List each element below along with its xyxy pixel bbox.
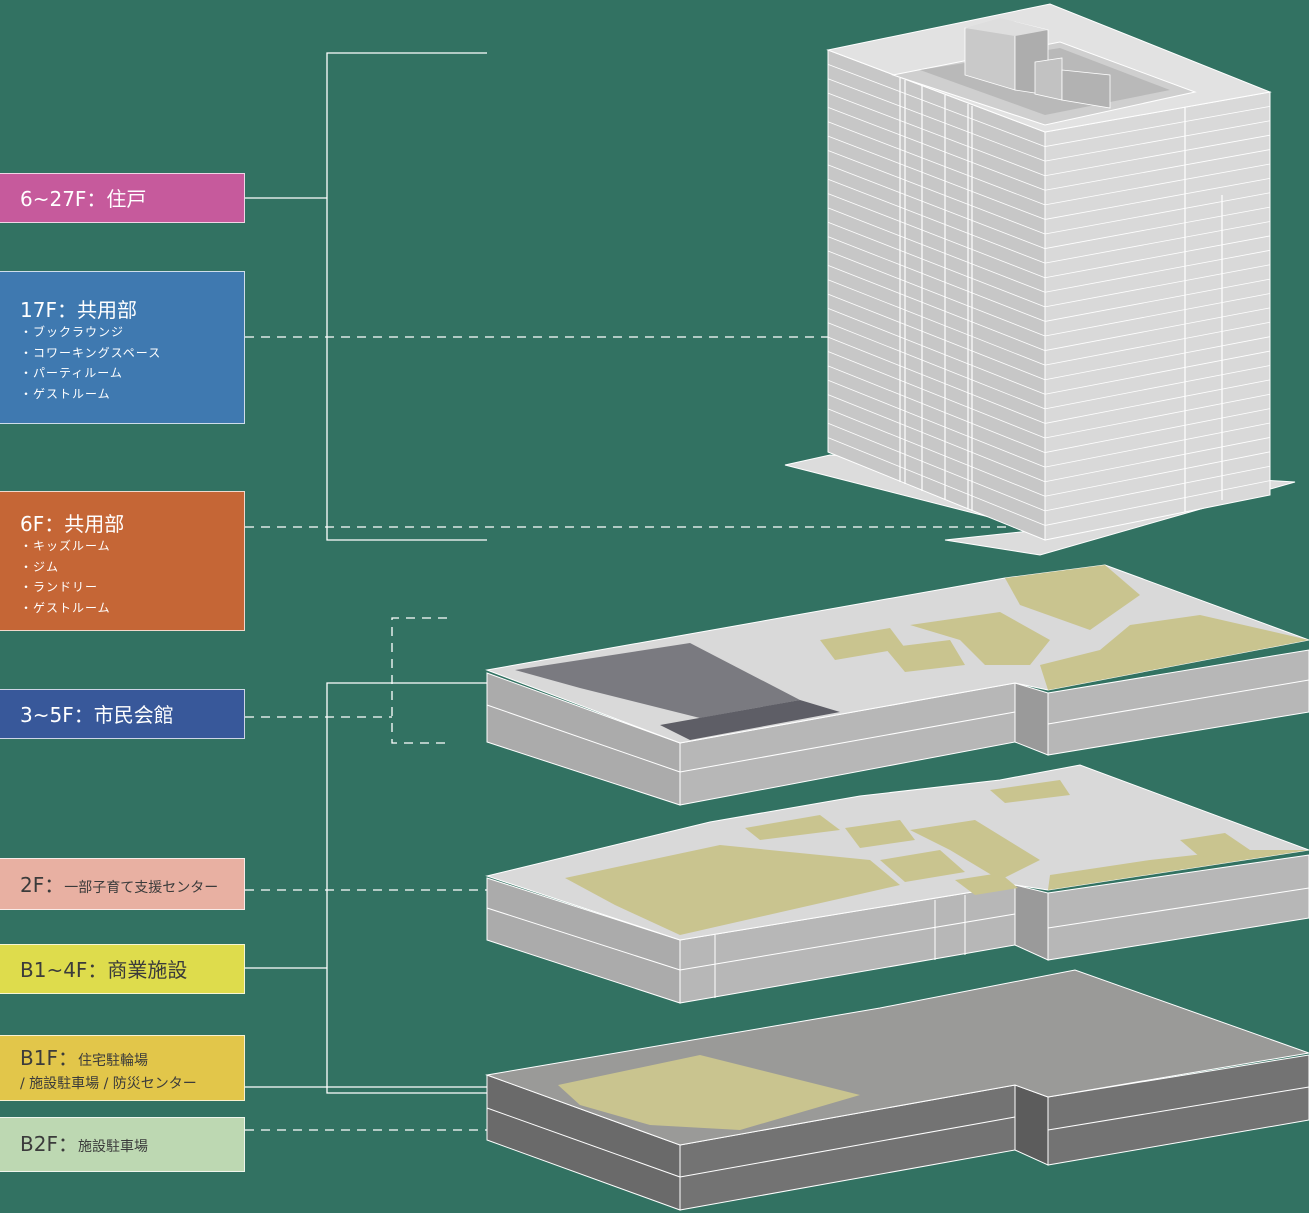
list-item: ・ランドリー <box>20 580 99 594</box>
b2-label-title: B2F：施設駐車場 <box>20 1132 148 1156</box>
residence-label-title: 6~27F：住戸 <box>20 187 147 211</box>
civic-hall-label: 3~5F：市民会館 <box>0 689 245 739</box>
b2-label: B2F：施設駐車場 <box>0 1117 245 1172</box>
list-item: ・パーティルーム <box>20 366 123 380</box>
list-item: ・キッズルーム <box>20 539 111 553</box>
civic-tan-4 <box>1005 565 1140 630</box>
commercial-tan-8 <box>1048 850 1309 890</box>
roof-equipment-side <box>1061 69 1111 109</box>
civic-tan-3 <box>910 612 1050 665</box>
roof-equipment-front <box>1034 57 1063 101</box>
commercial-block <box>485 764 1309 1004</box>
commercial-tan-4 <box>880 850 965 882</box>
civic-tan-1 <box>820 628 905 660</box>
commercial-tan-1 <box>565 845 900 935</box>
civic-hall-label-title: 3~5F：市民会館 <box>20 703 174 727</box>
f17-common-label-title: 17F：共用部 <box>20 298 137 322</box>
commercial-tan-7 <box>990 780 1070 803</box>
f17-common-label: 17F：共用部 ・ブックラウンジ ・コワーキングスペース ・パーティルーム ・ゲ… <box>0 271 245 424</box>
b1-label-subtitle: 住宅駐輪場 <box>77 1053 148 1069</box>
civic-stage-area <box>660 700 840 740</box>
b2-label-subtitle: 施設駐車場 <box>77 1139 148 1155</box>
commercial-tan-9 <box>1180 833 1250 857</box>
basement-block <box>485 969 1309 1211</box>
commercial-bracket <box>326 682 487 1094</box>
residential-tower <box>784 3 1296 556</box>
tower-left-floor-lines <box>827 63 1046 526</box>
residence-bracket <box>326 52 487 541</box>
childcare-label-subtitle: 一部子育て支援センター <box>64 880 219 896</box>
list-item: ・ゲストルーム <box>20 386 111 401</box>
f6-common-label: 6F：共用部 ・キッズルーム ・ジム ・ランドリー ・ゲストルーム <box>0 491 245 631</box>
roof-machine-room-top <box>965 18 1048 36</box>
tower-right-floor-lines <box>1044 105 1271 526</box>
commercial-tan-2 <box>745 815 840 840</box>
civic-tan-2 <box>885 640 965 672</box>
civic-hall-block <box>485 564 1309 806</box>
b1-label: B1F：住宅駐輪場 / 施設駐車場 / 防災センター <box>0 1035 245 1101</box>
residence-label: 6~27F：住戸 <box>0 173 245 223</box>
basement-tan-area <box>558 1055 860 1130</box>
commercial-label-title: B1~4F：商業施設 <box>20 958 188 982</box>
tower-mullions <box>899 78 1223 512</box>
civic-bracket <box>391 617 447 744</box>
commercial-label: B1~4F：商業施設 <box>0 944 245 994</box>
commercial-tan-3 <box>845 820 915 848</box>
commercial-tan-6 <box>955 873 1018 895</box>
list-item: ・コワーキングスペース <box>20 345 162 360</box>
list-item: ・ゲストルーム <box>20 600 111 615</box>
list-item: ・ブックラウンジ <box>20 325 125 339</box>
commercial-tan-5 <box>910 820 1040 880</box>
f17-common-list: ・ブックラウンジ ・コワーキングスペース ・パーティルーム ・ゲストルーム <box>20 322 244 404</box>
f6-common-list: ・キッズルーム ・ジム ・ランドリー ・ゲストルーム <box>20 536 244 618</box>
f6-common-label-title: 6F：共用部 <box>20 512 125 536</box>
civic-notch <box>1014 682 1049 756</box>
b1-label-title: B1F：住宅駐輪場 <box>20 1046 148 1070</box>
list-item: ・ジム <box>20 559 60 574</box>
childcare-label: 2F：一部子育て支援センター <box>0 858 245 910</box>
basement-notch <box>1014 1084 1049 1166</box>
civic-hall-dark-area <box>515 643 800 718</box>
civic-tan-5 <box>1040 615 1309 690</box>
commercial-notch <box>1014 884 1049 961</box>
leader-lines <box>245 52 1050 1131</box>
childcare-label-title: 2F：一部子育て支援センター <box>20 873 219 897</box>
b1-label-line2: / 施設駐車場 / 防災センター <box>20 1076 197 1092</box>
